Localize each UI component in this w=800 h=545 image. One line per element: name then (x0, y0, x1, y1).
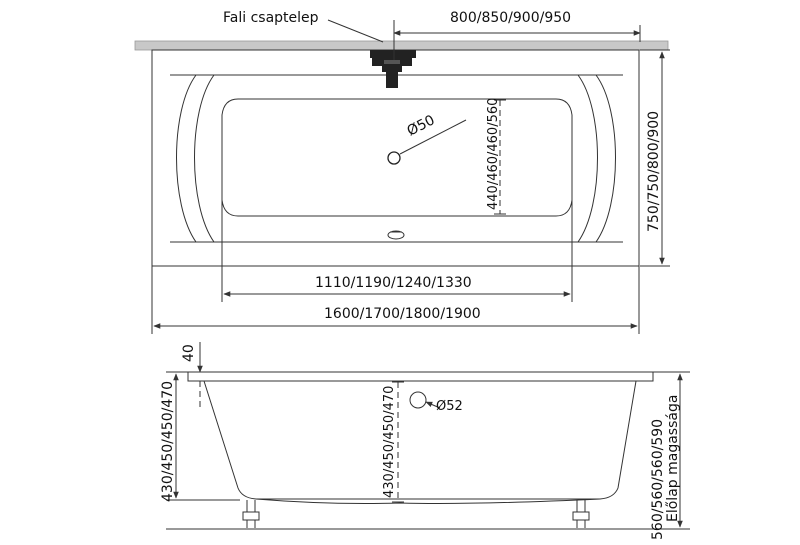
inner-width-label: 1110/1190/1240/1330 (315, 275, 472, 291)
foot-left (242, 500, 260, 528)
length-label: 1600/1700/1800/1900 (324, 306, 481, 322)
drain-diameter-label: Ø50 (405, 112, 438, 139)
basin-outline (221, 98, 573, 217)
side-view: Ø52 430/450/450/470 430/450/450/470 40 (160, 342, 690, 540)
overflow-diameter-label: Ø52 (436, 399, 463, 414)
wall (134, 40, 669, 51)
tub-body-side (203, 380, 637, 500)
top-view: Ø50 Fali csaptelep 800/850/900/950 750/7… (134, 10, 670, 334)
wall-faucet-icon (370, 50, 416, 88)
drain-icon (387, 151, 401, 165)
tub-rim (187, 371, 654, 382)
total-height-label: 430/450/450/470 (160, 381, 176, 502)
faucet-label: Fali csaptelep (223, 10, 319, 26)
foot-right (572, 500, 590, 528)
depth-dimension-label: 750/750/800/900 (646, 111, 662, 232)
inner-depth-label: 440/460/460/560 (486, 98, 501, 210)
overflow-icon (387, 230, 405, 240)
front-panel-height-label: 560/560/560/590 (650, 419, 666, 540)
rim-height-label: 40 (181, 344, 197, 362)
inner-height-label: 430/450/450/470 (382, 386, 397, 498)
overflow-side-icon (409, 391, 427, 409)
front-panel-label: Előlap magassága (665, 395, 681, 522)
width-dimension-label: 800/850/900/950 (450, 10, 571, 26)
